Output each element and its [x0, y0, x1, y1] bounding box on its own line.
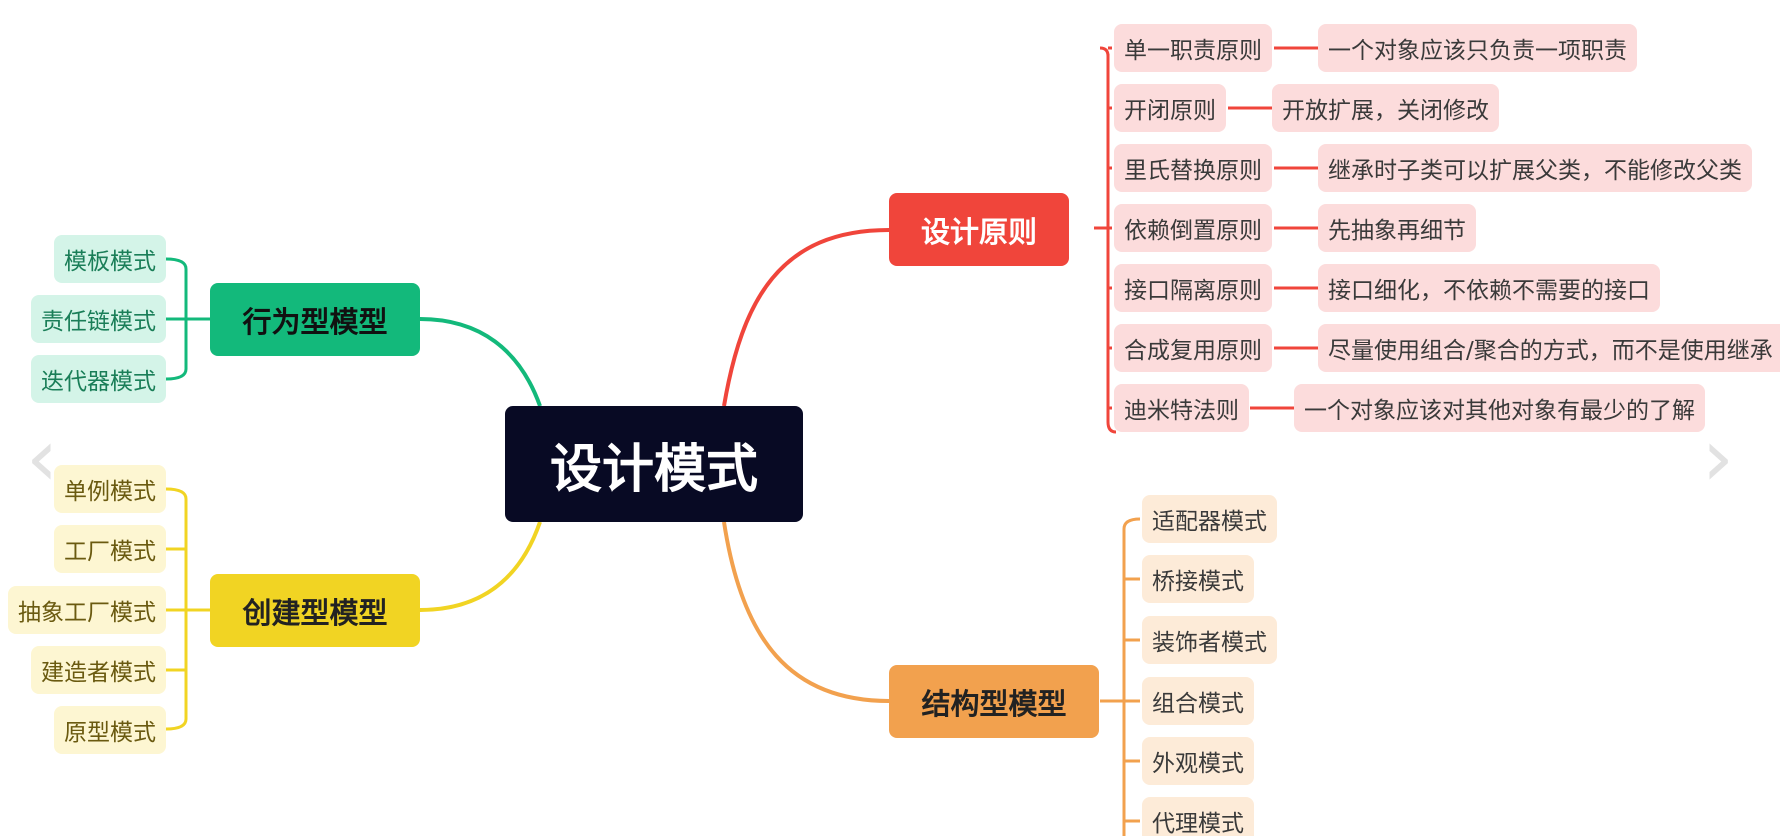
- principle-desc-node[interactable]: 开放扩展，关闭修改: [1272, 84, 1499, 132]
- principle-name-node[interactable]: 开闭原则: [1114, 84, 1226, 132]
- principle-desc-node[interactable]: 接口细化，不依赖不需要的接口: [1318, 264, 1660, 312]
- principle-desc-node[interactable]: 一个对象应该只负责一项职责: [1318, 24, 1637, 72]
- creational-leaf[interactable]: 原型模式: [54, 706, 166, 754]
- principle-desc-node[interactable]: 一个对象应该对其他对象有最少的了解: [1294, 384, 1705, 432]
- connector-root-creational: [419, 521, 542, 612]
- principle-desc-node[interactable]: 继承时子类可以扩展父类，不能修改父类: [1318, 144, 1752, 192]
- behavioral-leaf[interactable]: 责任链模式: [31, 295, 166, 343]
- structural-leaf[interactable]: 代理模式: [1142, 797, 1254, 836]
- creational-leaf[interactable]: 单例模式: [54, 465, 166, 513]
- principle-desc-node[interactable]: 先抽象再细节: [1318, 204, 1476, 252]
- principle-name-node[interactable]: 合成复用原则: [1114, 324, 1272, 372]
- connector-root-structural: [722, 521, 890, 703]
- structural-leaf[interactable]: 外观模式: [1142, 737, 1254, 785]
- root-node[interactable]: 设计模式: [505, 406, 803, 522]
- structural-leaf[interactable]: 桥接模式: [1142, 555, 1254, 603]
- principle-name-node[interactable]: 单一职责原则: [1114, 24, 1272, 72]
- chevron-left-icon[interactable]: ‹: [26, 411, 58, 504]
- connector-root-behavioral: [419, 317, 542, 407]
- bracket-structural: [1100, 517, 1141, 836]
- principles-ticks: [1099, 46, 1318, 410]
- structural-leaf[interactable]: 装饰者模式: [1142, 616, 1277, 664]
- branch-creational[interactable]: 创建型模型: [210, 574, 420, 647]
- structural-leaf[interactable]: 组合模式: [1142, 677, 1254, 725]
- behavioral-leaf[interactable]: 迭代器模式: [31, 355, 166, 403]
- principle-name-node[interactable]: 里氏替换原则: [1114, 144, 1272, 192]
- principle-name-node[interactable]: 依赖倒置原则: [1114, 204, 1272, 252]
- principle-desc-node[interactable]: 尽量使用组合/聚合的方式，而不是使用继承: [1318, 324, 1780, 372]
- bracket-principles: [1094, 54, 1117, 434]
- branch-structural[interactable]: 结构型模型: [889, 665, 1099, 738]
- chevron-right-icon[interactable]: ›: [1702, 411, 1734, 504]
- connector-root-principles: [722, 228, 890, 407]
- branch-principles[interactable]: 设计原则: [889, 193, 1069, 266]
- structural-leaf[interactable]: 适配器模式: [1142, 495, 1277, 543]
- principle-name-node[interactable]: 接口隔离原则: [1114, 264, 1272, 312]
- creational-leaf[interactable]: 抽象工厂模式: [8, 586, 166, 634]
- behavioral-leaf[interactable]: 模板模式: [54, 235, 166, 283]
- creational-leaf[interactable]: 建造者模式: [31, 646, 166, 694]
- principle-name-node[interactable]: 迪米特法则: [1114, 384, 1249, 432]
- bracket-behavioral: [165, 257, 210, 381]
- branch-behavioral[interactable]: 行为型模型: [210, 283, 420, 356]
- creational-leaf[interactable]: 工厂模式: [54, 525, 166, 573]
- bracket-creational: [165, 487, 210, 731]
